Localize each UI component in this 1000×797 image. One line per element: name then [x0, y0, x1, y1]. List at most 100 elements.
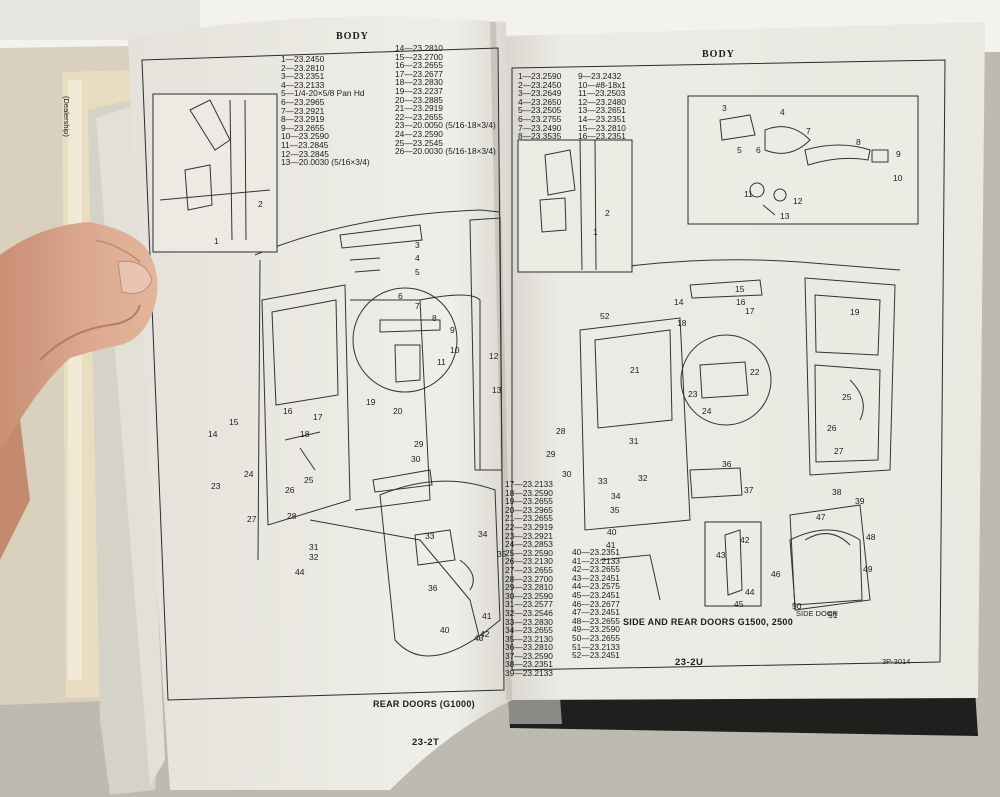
left-diagram — [194, 209, 503, 657]
part-entry: 19—23.2655 — [505, 496, 553, 507]
callout-number: 49 — [863, 564, 873, 574]
callout-number: 20 — [393, 406, 403, 416]
part-entry: 3—23.2351 — [281, 71, 325, 82]
callout-number: 23 — [211, 481, 221, 491]
part-entry: 19—23.2237 — [395, 85, 443, 96]
part-entry: 3—23.2649 — [518, 88, 562, 99]
callout-number: 14 — [674, 297, 684, 307]
callout-number: 13 — [492, 385, 502, 395]
callout-number: 18 — [677, 318, 687, 328]
part-entry: 39—23.2133 — [505, 668, 553, 679]
callout-number: 5 — [415, 267, 420, 277]
callout-number: 45 — [734, 599, 744, 609]
callout-number: 50 — [792, 601, 802, 611]
part-entry: 36—23.2810 — [505, 642, 553, 653]
callout-number: 26 — [285, 485, 295, 495]
callout-number: 31 — [629, 436, 639, 446]
callout-number: 17 — [313, 412, 323, 422]
part-entry: 34—23.2655 — [505, 625, 553, 636]
callout-number: 36 — [428, 583, 438, 593]
callout-number: 42 — [480, 629, 490, 639]
part-entry: 49—23.2590 — [572, 624, 620, 635]
right-page-ref: 3P-3014 — [882, 657, 911, 666]
callout-number: 21 — [630, 365, 640, 375]
right-page-caption: SIDE AND REAR DOORS G1500, 2500 — [623, 617, 794, 627]
callout-number: 41 — [606, 540, 616, 550]
part-entry: 8—23.2919 — [281, 114, 325, 125]
part-entry: 48—23.2655 — [572, 615, 620, 626]
part-entry: 22—23.2919 — [505, 521, 553, 532]
part-entry: 24—23.2590 — [395, 128, 443, 139]
callout-number: 33 — [598, 476, 608, 486]
part-entry: 17—23.2133 — [505, 479, 553, 489]
part-entry: 38—23.2351 — [505, 659, 553, 670]
part-entry: 47—23.2451 — [572, 607, 620, 618]
part-entry: 17—23.2677 — [395, 68, 443, 79]
callout-number: 14 — [208, 429, 218, 439]
part-entry: 5—23.2505 — [518, 105, 562, 116]
callout-number: 12 — [489, 351, 499, 361]
part-entry: 42—23.2655 — [572, 564, 620, 575]
part-entry: 20—23.2965 — [505, 504, 553, 515]
callout-number: 38 — [832, 487, 842, 497]
callout-number: 34 — [478, 529, 488, 539]
callout-number: 43 — [716, 550, 726, 560]
right-inset-box-top — [687, 95, 919, 225]
callout-number: 13 — [780, 211, 790, 221]
part-entry: 9—23.2655 — [281, 122, 325, 133]
callout-number: 12 — [793, 196, 803, 206]
callout-number: 11 — [437, 357, 446, 367]
part-entry: 30—23.2590 — [505, 590, 553, 601]
callout-number: 26 — [827, 423, 837, 433]
callout-number: 35 — [610, 505, 620, 515]
part-entry: 21—23.2919 — [395, 103, 443, 114]
part-entry: 18—23.2830 — [395, 77, 443, 88]
callout-number: 15 — [229, 417, 239, 427]
part-entry: 15—23.2700 — [395, 51, 443, 62]
callout-number: 7 — [806, 126, 811, 136]
part-entry: 43—23.2451 — [572, 572, 620, 583]
side-door-sketch — [789, 504, 871, 611]
callout-number: 30 — [411, 454, 421, 464]
callout-number: 52 — [600, 311, 610, 321]
callout-number: 44 — [295, 567, 305, 577]
part-entry: 6—23.2755 — [518, 113, 562, 124]
callout-number: 44 — [745, 587, 755, 597]
callout-number: 18 — [300, 429, 310, 439]
part-entry: 26—23.2130 — [505, 556, 553, 567]
part-entry: 12—23.2845 — [281, 148, 329, 159]
part-entry: 32—23.2546 — [505, 607, 553, 618]
part-entry: 29—23.2810 — [505, 582, 553, 593]
callout-number: 1 — [214, 236, 219, 246]
part-entry: 21—23.2655 — [505, 513, 553, 524]
part-entry: 41—23.2133 — [572, 555, 620, 566]
binder-tab-label: (Dealership) — [62, 96, 71, 137]
part-entry: 16—23.2351 — [578, 131, 626, 142]
callout-number: 17 — [745, 306, 755, 316]
part-entry: 45—23.2451 — [572, 589, 620, 600]
part-entry: 23—20.0050 (5/16-18×3/4) — [395, 120, 496, 131]
part-entry: 24—23.2853 — [505, 539, 553, 550]
callout-number: 10 — [450, 345, 460, 355]
callout-number: 41 — [482, 611, 492, 621]
callout-number: 16 — [736, 297, 746, 307]
callout-number: 31 — [309, 542, 319, 552]
right-page-header: BODY — [702, 49, 735, 60]
callout-number: 39 — [855, 496, 865, 506]
callout-number: 27 — [247, 514, 257, 524]
callout-number: 2 — [258, 199, 263, 209]
part-entry: 26—20.0030 (5/16-18×3/4) — [395, 146, 496, 157]
callout-number: 47 — [816, 512, 826, 522]
part-entry: 12—23.2480 — [578, 96, 626, 107]
callout-number: 48 — [866, 532, 876, 542]
callout-number: 25 — [842, 392, 852, 402]
callout-number: 8 — [432, 313, 437, 323]
part-entry: 14—23.2810 — [395, 43, 443, 53]
callout-number: 34 — [611, 491, 621, 501]
callout-number: 15 — [735, 284, 745, 294]
callout-number: 29 — [414, 439, 424, 449]
